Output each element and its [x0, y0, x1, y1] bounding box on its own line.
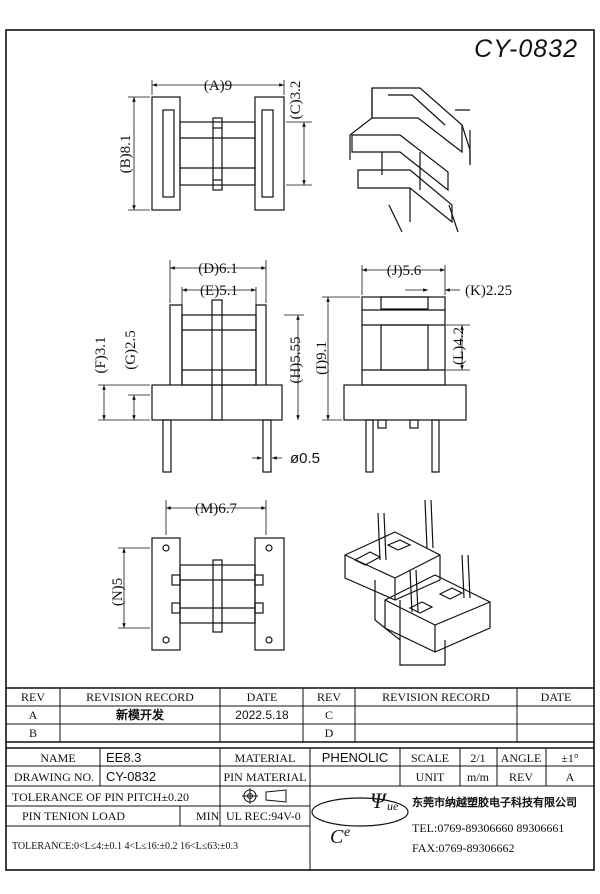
company-logo: C e Ψ ue [330, 788, 399, 848]
iso-view-top [349, 87, 471, 233]
date-header-2: DATE [541, 690, 572, 704]
side-view [322, 265, 470, 473]
dim-j: (J)5.6 [387, 263, 422, 279]
material-label: MATERIAL [235, 751, 296, 765]
logo-letter-e: e [344, 825, 350, 840]
pin-tension-min: MIN [196, 809, 220, 823]
rev-row-a: A [29, 708, 38, 722]
rev-value: A [566, 770, 575, 784]
revision-record-header-2: REVISION RECORD [382, 690, 490, 704]
logo-letter-c: C [330, 826, 344, 848]
dim-i: (I)9.1 [314, 341, 330, 375]
dim-b: (B)8.1 [118, 135, 134, 174]
rev-header-2: REV [317, 690, 341, 704]
drawing-no-value: CY-0832 [106, 769, 156, 784]
drawing-no-label: DRAWING NO. [14, 770, 94, 784]
top-view [128, 80, 312, 211]
dim-n: (N)5 [110, 578, 126, 606]
revision-table [6, 687, 594, 743]
company-tel: TEL:0769-89306660 89306661 [412, 821, 564, 835]
scale-value: 2/1 [470, 751, 485, 765]
rev-row-a-date: 2022.5.18 [235, 708, 289, 722]
dim-c: (C)3.2 [288, 81, 304, 120]
logo-psi: Ψ [370, 788, 388, 813]
pin-diameter: ø0.5 [290, 450, 320, 467]
company-fax: FAX:0769-89306662 [412, 841, 514, 855]
unit-value: m/m [467, 770, 490, 784]
pin-tension-label: PIN TENION LOAD [22, 809, 125, 823]
company-name: 东莞市纳越塑胶电子科技有限公司 [412, 795, 577, 809]
dim-g: (G)2.5 [123, 330, 139, 370]
rev-row-c: C [325, 708, 333, 722]
unit-label: UNIT [416, 770, 445, 784]
name-label: NAME [40, 751, 75, 765]
dim-e: (E)5.1 [200, 283, 238, 299]
drawing-title: CY-0832 [474, 35, 578, 63]
scale-label: SCALE [411, 751, 449, 765]
sheet-border [5, 29, 595, 871]
rev-label: REV [509, 770, 533, 784]
ul-rec: UL REC:94V-0 [226, 809, 301, 823]
dim-f: (F)3.1 [93, 336, 109, 373]
rev-row-d: D [325, 726, 334, 740]
logo-letters-ue: ue [387, 799, 399, 813]
title-block [6, 747, 594, 870]
material-value: PHENOLIC [322, 750, 388, 765]
rev-row-b: B [29, 726, 37, 740]
angle-value: ±1° [561, 751, 579, 765]
revision-record-header: REVISION RECORD [86, 690, 194, 704]
date-header: DATE [247, 690, 278, 704]
dim-h: (H)5.55 [288, 336, 304, 383]
dim-d: (D)6.1 [198, 261, 238, 277]
bottom-view [118, 500, 285, 651]
dim-l: (L)4.2 [451, 327, 467, 365]
general-tolerance: TOLERANCE:0<L≤4:±0.1 4<L≤16:±0.2 16<L≤63… [12, 841, 238, 852]
pin-material-label: PIN MATERIAL [224, 770, 307, 784]
angle-label: ANGLE [501, 751, 542, 765]
dim-k: (K)2.25 [465, 283, 512, 299]
rev-row-a-record: 新模开发 [116, 707, 165, 722]
dim-a: (A)9 [204, 78, 232, 94]
name-value: EE8.3 [106, 750, 141, 765]
rev-header: REV [21, 690, 45, 704]
iso-view-bottom [344, 499, 491, 666]
tolerance-pin-pitch: TOLERANCE OF PIN PITCH±0.20 [12, 790, 189, 804]
front-view [98, 260, 304, 473]
dim-m: (M)6.7 [195, 501, 238, 517]
